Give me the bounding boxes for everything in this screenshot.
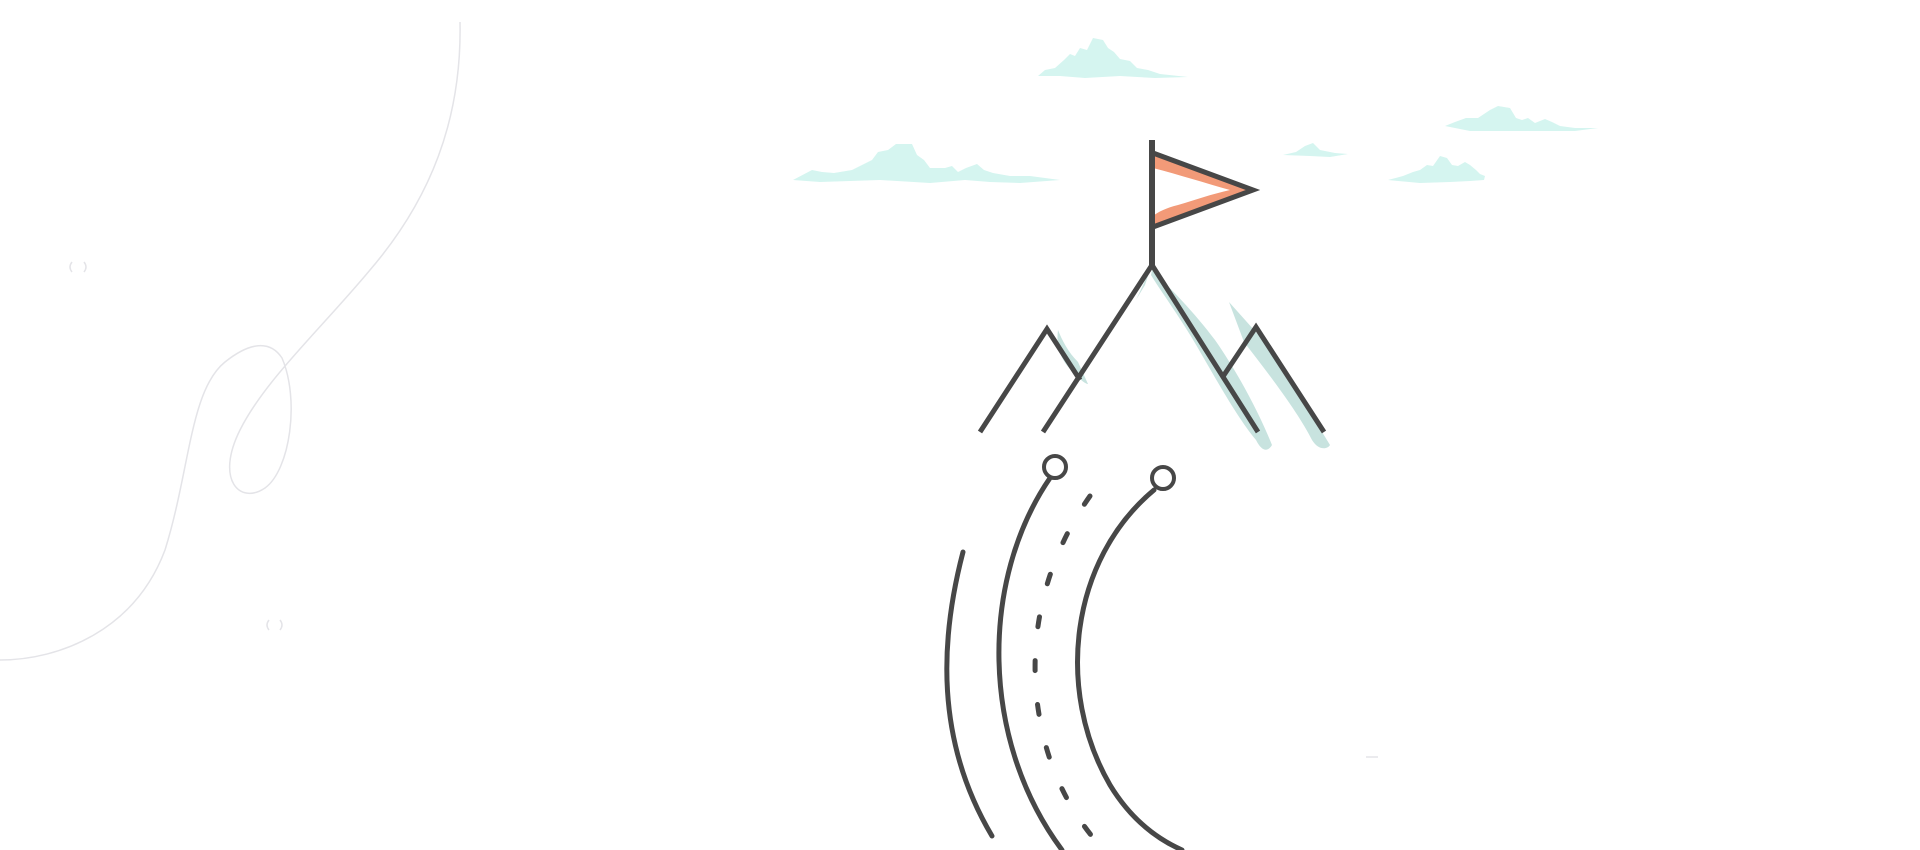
road-right-edge <box>1075 487 1185 850</box>
pin-icon <box>1150 465 1176 491</box>
road-center-dashes <box>1032 493 1098 843</box>
pin-icon <box>1042 454 1068 480</box>
road-left-edge <box>996 475 1065 850</box>
cloud-icon <box>793 144 1060 183</box>
mountain-center <box>1040 260 1261 434</box>
summit-flag <box>1149 140 1261 265</box>
mountain-icon <box>977 260 1327 434</box>
road-icon <box>944 475 1185 850</box>
cloud-icon <box>1038 38 1188 78</box>
mountain-shading <box>1057 270 1330 450</box>
road-outer-left-edge <box>944 549 995 839</box>
cloud-icon <box>1283 143 1348 157</box>
route-pins <box>1042 454 1176 491</box>
mountain-left <box>977 324 1083 434</box>
cloud-icon <box>1388 156 1485 183</box>
doodle-squiggle <box>0 21 461 661</box>
doodle-marks <box>69 261 283 631</box>
mountain-right <box>1219 322 1327 434</box>
clouds <box>793 38 1598 183</box>
cloud-icon <box>1445 106 1598 131</box>
